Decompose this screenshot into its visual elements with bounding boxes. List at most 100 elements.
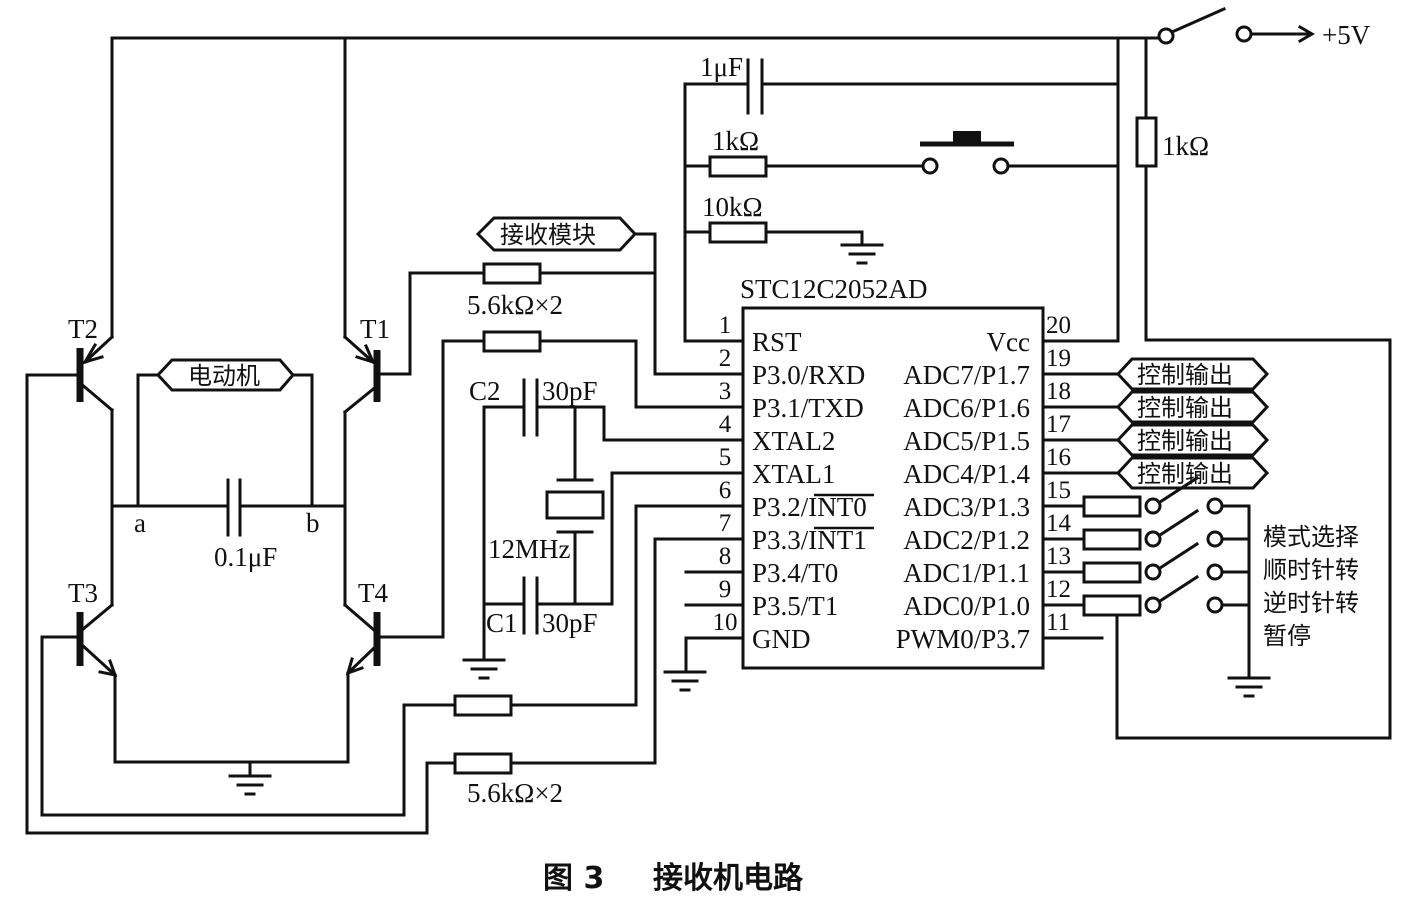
- pin-number: 11: [1046, 609, 1070, 636]
- mode-label-pause: 暂停: [1263, 622, 1311, 650]
- pin-name: P3.3/INT1: [752, 525, 867, 555]
- control-output-label: 控制输出: [1137, 460, 1233, 488]
- pin-name: GND: [752, 624, 811, 654]
- pin-name: P3.2/INT0: [752, 492, 867, 522]
- pin-number: 3: [719, 378, 732, 405]
- pin-number: 10: [713, 609, 738, 636]
- figure-title: 接收机电路: [653, 861, 804, 896]
- supply-voltage-label: +5V: [1322, 20, 1371, 50]
- mode-switches: [1041, 475, 1251, 740]
- pin-name: ADC6/P1.6: [903, 393, 1030, 423]
- pin-number: 15: [1046, 477, 1071, 504]
- pin-name: ADC0/P1.0: [903, 591, 1030, 621]
- vcc-resistor: [1115, 116, 1392, 740]
- bottom-resistor-pair: [25, 373, 745, 835]
- reset-capacitor-label: 1μF: [700, 52, 743, 82]
- bottom-resistor-pair-label: 5.6kΩ×2: [467, 778, 563, 808]
- pin-number: 1: [719, 312, 732, 339]
- mode-resistor: [1082, 495, 1142, 518]
- power-switch[interactable]: [1157, 7, 1315, 45]
- pin-name: P3.1/TXD: [752, 393, 864, 423]
- transistor-t1-label: T1: [360, 314, 390, 344]
- pin-name: P3.5/T1: [752, 591, 838, 621]
- mode-label-select: 模式选择: [1263, 523, 1359, 551]
- mode-resistor: [1082, 561, 1142, 584]
- control-output-tag: [1115, 390, 1270, 424]
- top-resistor-pair: [408, 262, 745, 639]
- switch-contact: [1206, 596, 1224, 614]
- mcu-chip: [741, 306, 1045, 670]
- pin-number: 9: [719, 576, 732, 603]
- transistor-t2-label: T2: [68, 314, 98, 344]
- figure-number: 图 3: [543, 861, 604, 896]
- switch-contact: [1144, 497, 1162, 515]
- reset-pushbutton[interactable]: [920, 131, 1014, 175]
- c1-name-label: C1: [486, 608, 518, 638]
- pin-name: XTAL2: [752, 426, 835, 456]
- mode-switch-lever[interactable]: [1157, 508, 1200, 538]
- pulldown-resistor-label: 10kΩ: [702, 192, 763, 222]
- transistor-t4-label: T4: [358, 578, 388, 608]
- control-output-label: 控制输出: [1137, 361, 1233, 389]
- pin-number: 16: [1046, 444, 1071, 471]
- switch-contact: [1206, 497, 1224, 515]
- receiver-module-tag: [475, 216, 745, 376]
- pin-name: XTAL1: [752, 459, 835, 489]
- crystal-oscillator: [462, 378, 745, 680]
- mode-label-counterclockwise: 逆时针转: [1263, 589, 1359, 617]
- button-resistor-label: 1kΩ: [712, 126, 759, 156]
- pin-name: RST: [752, 327, 802, 357]
- mode-switch-lever[interactable]: [1157, 475, 1200, 505]
- pin-number: 17: [1046, 411, 1071, 438]
- motor-capacitor-label: 0.1μF: [214, 542, 277, 572]
- motor-label: 电动机: [188, 362, 260, 390]
- mode-resistor: [1082, 594, 1142, 617]
- pin-name: Vcc: [987, 327, 1030, 357]
- control-output-label: 控制输出: [1137, 427, 1233, 455]
- pin-name: ADC2/P1.2: [903, 525, 1030, 555]
- receiver-module-label: 接收模块: [500, 221, 596, 249]
- mode-label-clockwise: 顺时针转: [1263, 556, 1359, 584]
- pin-number: 7: [719, 510, 732, 537]
- pin-name: P3.0/RXD: [752, 360, 865, 390]
- pin-number: 12: [1046, 576, 1071, 603]
- control-output-tag: [1115, 423, 1270, 457]
- crystal-frequency-label: 12MHz: [488, 534, 571, 564]
- pin-name: ADC1/P1.1: [903, 558, 1030, 588]
- switch-contact: [1206, 530, 1224, 548]
- h-bridge: [76, 36, 445, 796]
- pin-number: 14: [1046, 510, 1072, 537]
- mode-switch-ground: [1041, 504, 1271, 698]
- mode-switch-lever[interactable]: [1157, 574, 1200, 604]
- pin-number: 5: [719, 444, 732, 471]
- pin-number: 2: [719, 345, 732, 372]
- power-rail: [110, 36, 1162, 342]
- c2-value-label: 30pF: [542, 376, 598, 406]
- pin-name: ADC4/P1.4: [903, 459, 1030, 489]
- vcc-resistor-label: 1kΩ: [1162, 131, 1209, 161]
- pin-number: 19: [1046, 345, 1071, 372]
- mcu-part-number: STC12C2052AD: [740, 274, 928, 304]
- switch-contact: [1144, 596, 1162, 614]
- pin-number: 13: [1046, 543, 1071, 570]
- pin-name: P3.4/T0: [752, 558, 838, 588]
- mode-switch-lever[interactable]: [1157, 541, 1200, 571]
- node-a-label: a: [134, 508, 146, 538]
- c2-name-label: C2: [469, 376, 501, 406]
- mode-labels: 模式选择 顺时针转 逆时针转 暂停: [1263, 523, 1359, 650]
- switch-contact: [1144, 530, 1162, 548]
- control-output-label: 控制输出: [1137, 394, 1233, 422]
- transistor-t3-label: T3: [68, 578, 98, 608]
- pin-name: ADC3/P1.3: [903, 492, 1030, 522]
- mode-resistor: [1082, 528, 1142, 551]
- pin-name: PWM0/P3.7: [896, 624, 1030, 654]
- switch-contact: [1144, 563, 1162, 581]
- pin-number: 20: [1046, 312, 1071, 339]
- pin-number: 4: [719, 411, 732, 438]
- control-output-tag: [1115, 456, 1270, 490]
- pin-number: 18: [1046, 378, 1071, 405]
- pin-number: 6: [719, 477, 732, 504]
- c1-value-label: 30pF: [542, 608, 598, 638]
